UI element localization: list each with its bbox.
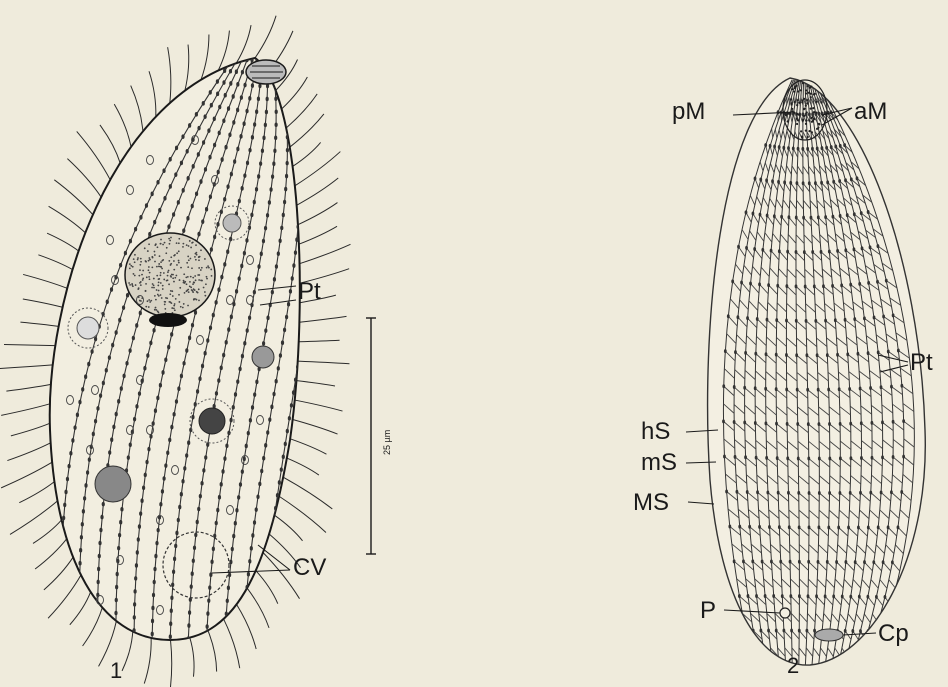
cell-outline-2: [708, 78, 926, 665]
food-vacuole: [95, 466, 131, 502]
figure-2-silverline-drawing: [686, 78, 925, 665]
label-hs: hS: [641, 420, 670, 444]
label-pt-fig1: Pt: [298, 280, 321, 304]
food-vacuole: [252, 346, 274, 368]
figure-number-1: 1: [110, 660, 122, 682]
micronucleus: [149, 313, 187, 327]
label-am: aM: [854, 100, 887, 124]
label-pm: pM: [672, 100, 705, 124]
label-cp: Cp: [878, 622, 909, 646]
figure-1-cell-drawing: [0, 16, 350, 687]
label-pt-fig2: Pt: [910, 351, 933, 375]
scale-bar: [366, 318, 376, 554]
excretory-pore: [780, 608, 790, 618]
label-cv: CV: [293, 556, 326, 580]
scale-bar-label: 25 µm: [382, 430, 392, 455]
cytoproct: [815, 629, 843, 641]
label-ms-lower: mS: [641, 451, 677, 475]
figure-number-2: 2: [787, 655, 799, 677]
label-p: P: [700, 599, 716, 623]
label-ms-upper: MS: [633, 491, 669, 515]
